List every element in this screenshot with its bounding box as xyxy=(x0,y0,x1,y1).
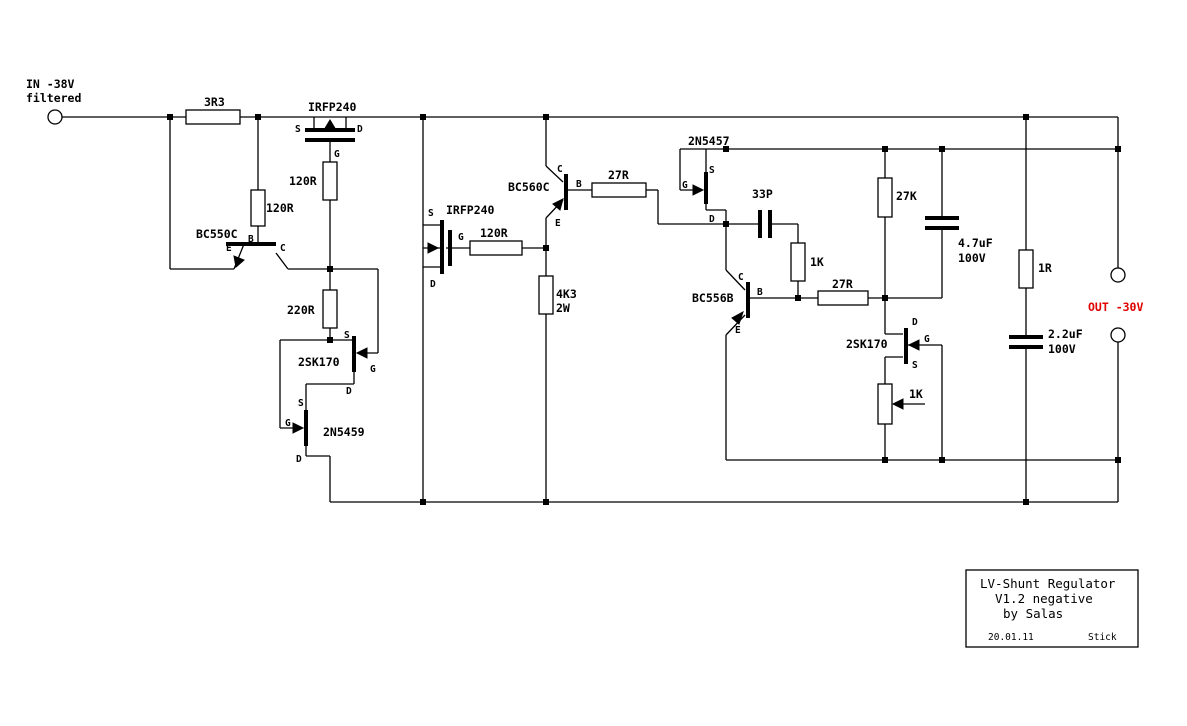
label-27r-a: 27R xyxy=(608,168,629,182)
pin-label: S xyxy=(709,165,715,176)
input-terminal xyxy=(47,109,63,125)
label-4k3-power: 2W xyxy=(556,301,570,315)
pin-label: S xyxy=(344,330,350,341)
mosfet-irfp240-mid xyxy=(423,220,452,274)
label-out: OUT -30V xyxy=(1088,300,1143,314)
pin-label: C xyxy=(557,164,563,175)
label-in-line1: IN -38V xyxy=(26,77,75,91)
capacitor-4u7 xyxy=(925,216,959,230)
pin-labels: S D G E B C S G D S G D S G D C B E S G … xyxy=(226,124,930,465)
pin-label: D xyxy=(357,124,363,135)
jfet-2n5457 xyxy=(692,172,708,204)
pin-label: S xyxy=(912,360,918,371)
resistor-27k xyxy=(877,177,893,218)
label-2u2-value: 2.2uF xyxy=(1048,327,1083,341)
pin-label: B xyxy=(248,234,254,245)
label-4u7-value: 4.7uF xyxy=(958,236,993,250)
label-2n5457: 2N5457 xyxy=(688,134,730,148)
jfet-2n5459 xyxy=(292,410,308,446)
pin-label: G xyxy=(370,364,376,375)
resistor-1r xyxy=(1018,249,1034,289)
label-bc556b: BC556B xyxy=(692,291,734,305)
title-date: 20.01.11 xyxy=(988,632,1034,643)
label-irfp240-mid: IRFP240 xyxy=(446,203,495,217)
output-terminal-top xyxy=(1110,267,1126,283)
label-bc560c: BC560C xyxy=(508,180,550,194)
pin-label: G xyxy=(924,334,930,345)
label-4k3-value: 4K3 xyxy=(556,287,577,301)
bjt-bc550c xyxy=(226,242,276,270)
resistor-4k3 xyxy=(538,275,554,315)
resistor-220r xyxy=(322,289,338,329)
pin-label: G xyxy=(334,149,340,160)
title-line2: V1.2 negative xyxy=(995,591,1093,606)
title-line3: by Salas xyxy=(1003,606,1063,621)
pin-label: E xyxy=(226,243,232,254)
pin-label: G xyxy=(285,418,291,429)
pin-label: S xyxy=(428,208,434,219)
label-1r: 1R xyxy=(1038,261,1052,275)
pin-label: D xyxy=(296,454,302,465)
wires xyxy=(62,116,1119,503)
jfet-2sk170-left xyxy=(352,336,368,372)
label-120r-gate: 120R xyxy=(289,174,317,188)
pin-label: D xyxy=(912,317,918,328)
mosfet-irfp240-top xyxy=(305,117,355,152)
pin-label: B xyxy=(757,287,763,298)
pin-label: G xyxy=(458,232,464,243)
label-2sk170-left: 2SK170 xyxy=(298,355,340,369)
resistor-120r-left xyxy=(250,189,266,227)
label-2n5459: 2N5459 xyxy=(323,425,365,439)
pin-label: B xyxy=(576,179,582,190)
bjt-bc556b xyxy=(731,282,750,325)
pin-label: D xyxy=(346,386,352,397)
pin-label: C xyxy=(738,272,744,283)
pin-label: C xyxy=(280,243,286,254)
title-author: Stick xyxy=(1088,632,1117,643)
label-pot-1k: 1K xyxy=(909,387,923,401)
bjt-bc560c xyxy=(545,174,568,230)
pin-label: D xyxy=(709,214,715,225)
label-120r-mid: 120R xyxy=(480,226,508,240)
label-2u2-voltage: 100V xyxy=(1048,342,1076,356)
label-irfp240-top: IRFP240 xyxy=(308,100,357,114)
pin-label: E xyxy=(555,218,561,229)
label-27k: 27K xyxy=(896,189,917,203)
title-line1: LV-Shunt Regulator xyxy=(980,576,1116,591)
output-terminal-bottom xyxy=(1110,327,1126,343)
label-bc550c: BC550C xyxy=(196,227,238,241)
label-220r: 220R xyxy=(287,303,315,317)
junction-dots xyxy=(167,114,1121,505)
pin-label: G xyxy=(682,180,688,191)
label-120r-left: 120R xyxy=(266,201,294,215)
label-3r3: 3R3 xyxy=(204,95,225,109)
title-block: LV-Shunt Regulator V1.2 negative by Sala… xyxy=(965,569,1139,648)
pin-label: S xyxy=(295,124,301,135)
pin-label: E xyxy=(735,325,741,336)
resistor-27r-b xyxy=(817,290,869,306)
component-labels: IN -38V filtered 3R3 IRFP240 120R 120R B… xyxy=(26,77,1143,439)
capacitor-2u2 xyxy=(1009,335,1043,349)
label-27r-b: 27R xyxy=(832,277,853,291)
label-1k: 1K xyxy=(810,255,824,269)
label-2sk170-right: 2SK170 xyxy=(846,337,888,351)
capacitor-33p xyxy=(758,210,772,238)
label-33p: 33P xyxy=(752,187,773,201)
resistor-1k xyxy=(790,242,806,282)
resistor-27r-a xyxy=(591,182,647,198)
jfet-2sk170-right xyxy=(904,328,920,364)
potentiometer-1k xyxy=(877,383,925,425)
label-in-line2: filtered xyxy=(26,91,81,105)
label-4u7-voltage: 100V xyxy=(958,251,986,265)
resistor-120r-mid xyxy=(469,240,523,256)
resistor-3r3 xyxy=(185,109,241,125)
pin-label: S xyxy=(298,398,304,409)
pin-label: D xyxy=(430,279,436,290)
resistor-120r-gate xyxy=(322,161,338,201)
